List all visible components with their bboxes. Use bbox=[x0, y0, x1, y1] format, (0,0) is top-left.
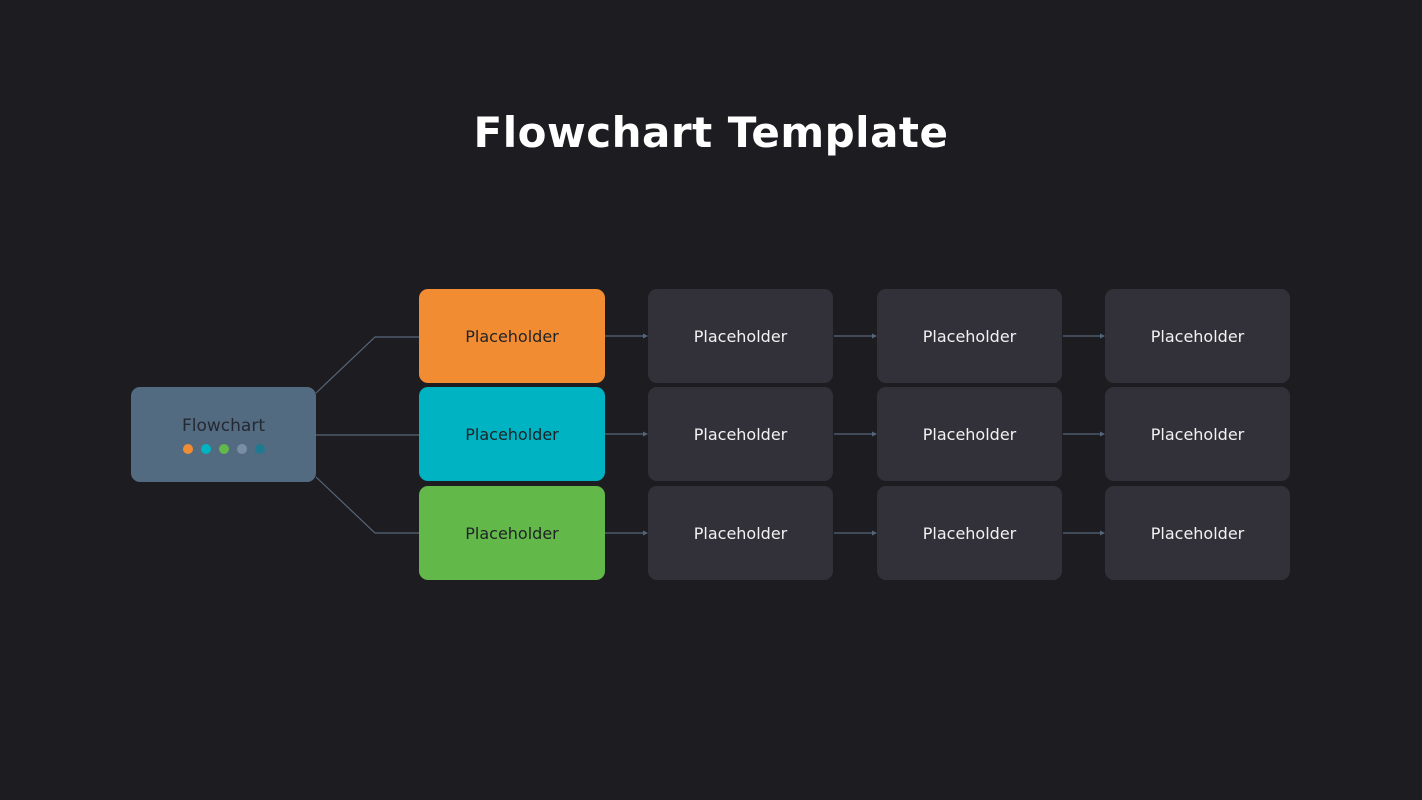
node-r1-c4[interactable]: Placeholder bbox=[1105, 289, 1290, 383]
arrow-head-icon bbox=[643, 333, 648, 339]
arrow-head-icon bbox=[1100, 431, 1105, 437]
arrow-head-icon bbox=[872, 530, 877, 536]
node-label: Placeholder bbox=[1150, 523, 1245, 543]
root-node[interactable]: Flowchart bbox=[131, 387, 316, 482]
node-label: Placeholder bbox=[922, 424, 1017, 444]
gray-dot bbox=[236, 443, 247, 454]
node-label: Placeholder bbox=[465, 424, 559, 444]
orange-dot bbox=[182, 443, 193, 454]
node-label: Placeholder bbox=[1150, 424, 1245, 444]
arrow-head-icon bbox=[643, 530, 648, 536]
node-r2-c4[interactable]: Placeholder bbox=[1105, 387, 1290, 481]
node-r3-c3[interactable]: Placeholder bbox=[877, 486, 1062, 580]
node-r2-c3[interactable]: Placeholder bbox=[877, 387, 1062, 481]
color-dots bbox=[182, 443, 265, 454]
node-r3-c2[interactable]: Placeholder bbox=[648, 486, 833, 580]
connector-root-row3 bbox=[315, 476, 419, 534]
root-node-label: Flowchart bbox=[182, 415, 265, 436]
arrow-head-icon bbox=[1100, 530, 1105, 536]
node-label: Placeholder bbox=[693, 326, 788, 346]
page-title: Flowchart Template bbox=[473, 108, 949, 157]
green-dot bbox=[218, 443, 229, 454]
node-label: Placeholder bbox=[922, 523, 1017, 543]
node-r1-c3[interactable]: Placeholder bbox=[877, 289, 1062, 383]
connector-root-row1 bbox=[315, 336, 419, 394]
teal-dot bbox=[254, 443, 265, 454]
node-label: Placeholder bbox=[465, 523, 559, 543]
node-r3-c4[interactable]: Placeholder bbox=[1105, 486, 1290, 580]
node-r3-c1[interactable]: Placeholder bbox=[419, 486, 605, 580]
node-r1-c2[interactable]: Placeholder bbox=[648, 289, 833, 383]
node-label: Placeholder bbox=[693, 424, 788, 444]
node-label: Placeholder bbox=[1150, 326, 1245, 346]
cyan-dot bbox=[200, 443, 211, 454]
arrow-head-icon bbox=[872, 333, 877, 339]
arrow-head-icon bbox=[872, 431, 877, 437]
node-r2-c2[interactable]: Placeholder bbox=[648, 387, 833, 481]
node-r1-c1[interactable]: Placeholder bbox=[419, 289, 605, 383]
arrow-head-icon bbox=[643, 431, 648, 437]
node-label: Placeholder bbox=[922, 326, 1017, 346]
arrow-head-icon bbox=[1100, 333, 1105, 339]
node-label: Placeholder bbox=[465, 326, 559, 346]
node-r2-c1[interactable]: Placeholder bbox=[419, 387, 605, 481]
node-label: Placeholder bbox=[693, 523, 788, 543]
